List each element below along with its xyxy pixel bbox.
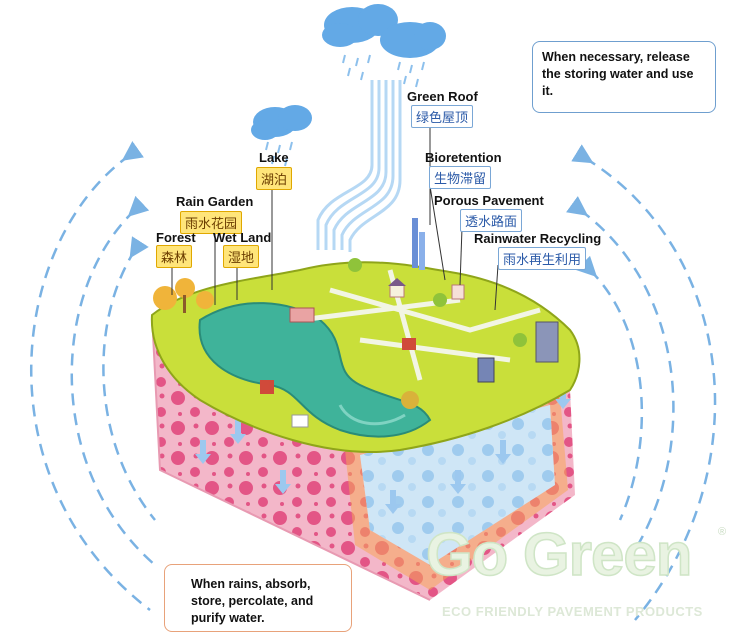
brand-tagline: ECO FRIENDLY PAVEMENT PRODUCTS [442,604,703,619]
cloud-icon-top [322,4,446,58]
label-green-roof-cn: 绿色屋顶 [411,105,474,128]
trees [153,258,527,409]
percolation-arrows [195,385,571,514]
label-rain-garden-cn: 雨水花园 [180,211,243,234]
label-green-roof-en: Green Roof [407,89,478,104]
label-wet-land-en: Wet Land [213,230,272,245]
rain-streams [316,80,402,252]
label-forest-en: Forest [156,230,196,245]
label-bioretention-cn: 生物滞留 [429,166,492,189]
circulation-arrows-left [30,141,156,611]
note-absorb-water: When rains, absorb, store, percolate, an… [164,564,352,632]
label-forest-cn: 森林 [156,245,193,268]
brand-watermark: Go Green ® ECO FRIENDLY PAVEMENT PRODUCT… [420,520,740,630]
label-rain-garden-en: Rain Garden [176,194,254,209]
note-release-water: When necessary, release the storing wate… [532,41,716,113]
label-porous-pavement-en: Porous Pavement [434,193,544,208]
label-lake-cn: 湖泊 [256,167,293,190]
label-porous-pavement-cn: 透水路面 [460,209,523,232]
label-wet-land-cn: 湿地 [223,245,260,268]
circulation-arrows-right [566,144,717,621]
brand-name: Go Green [425,520,693,589]
rain-drops-left [265,141,293,167]
cloud-icon-left [251,105,312,140]
rain-drops-top [342,54,425,88]
buildings [260,218,559,428]
label-rainwater-recycling-cn: 雨水再生利用 [498,247,587,270]
green-surface [150,261,581,453]
leader-lines [171,125,499,311]
label-rainwater-recycling-en: Rainwater Recycling [474,231,602,246]
label-bioretention-en: Bioretention [425,150,502,165]
label-lake-en: Lake [259,150,289,165]
brand-registered-mark: ® [718,526,727,538]
